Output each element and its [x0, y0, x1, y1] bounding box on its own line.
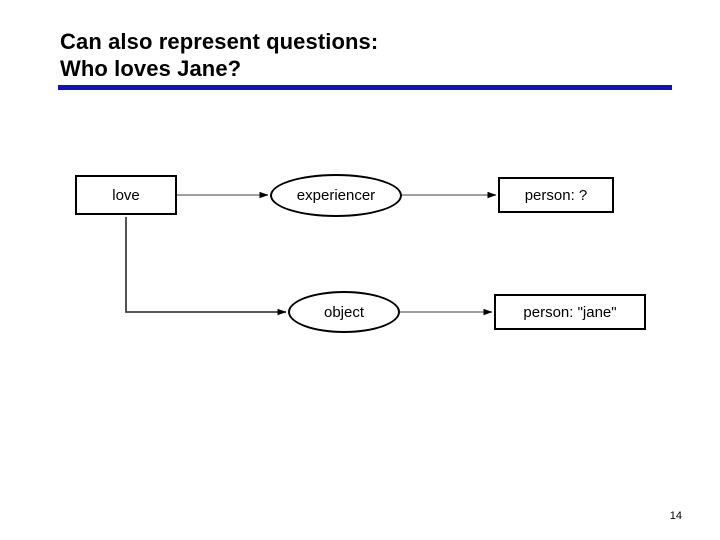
- title-line-2: Who loves Jane?: [60, 56, 242, 81]
- node-love[interactable]: love: [75, 175, 177, 215]
- node-experiencer[interactable]: experiencer: [270, 174, 402, 217]
- edge-love-object: [125, 217, 287, 316]
- node-person-jane-label: person: "jane": [523, 303, 617, 321]
- node-person-question-label: person: ?: [524, 186, 588, 204]
- title-underline-rule: [58, 85, 672, 90]
- node-object[interactable]: object: [288, 291, 400, 333]
- node-love-label: love: [112, 186, 140, 204]
- node-object-label: object: [323, 303, 365, 321]
- node-person-question[interactable]: person: ?: [498, 177, 614, 213]
- page-number: 14: [669, 510, 682, 522]
- title-line-1: Can also represent questions:: [60, 29, 379, 54]
- node-person-jane[interactable]: person: "jane": [494, 294, 646, 330]
- node-experiencer-label: experiencer: [296, 187, 376, 204]
- page-title: Can also represent questions: Who loves …: [60, 28, 680, 82]
